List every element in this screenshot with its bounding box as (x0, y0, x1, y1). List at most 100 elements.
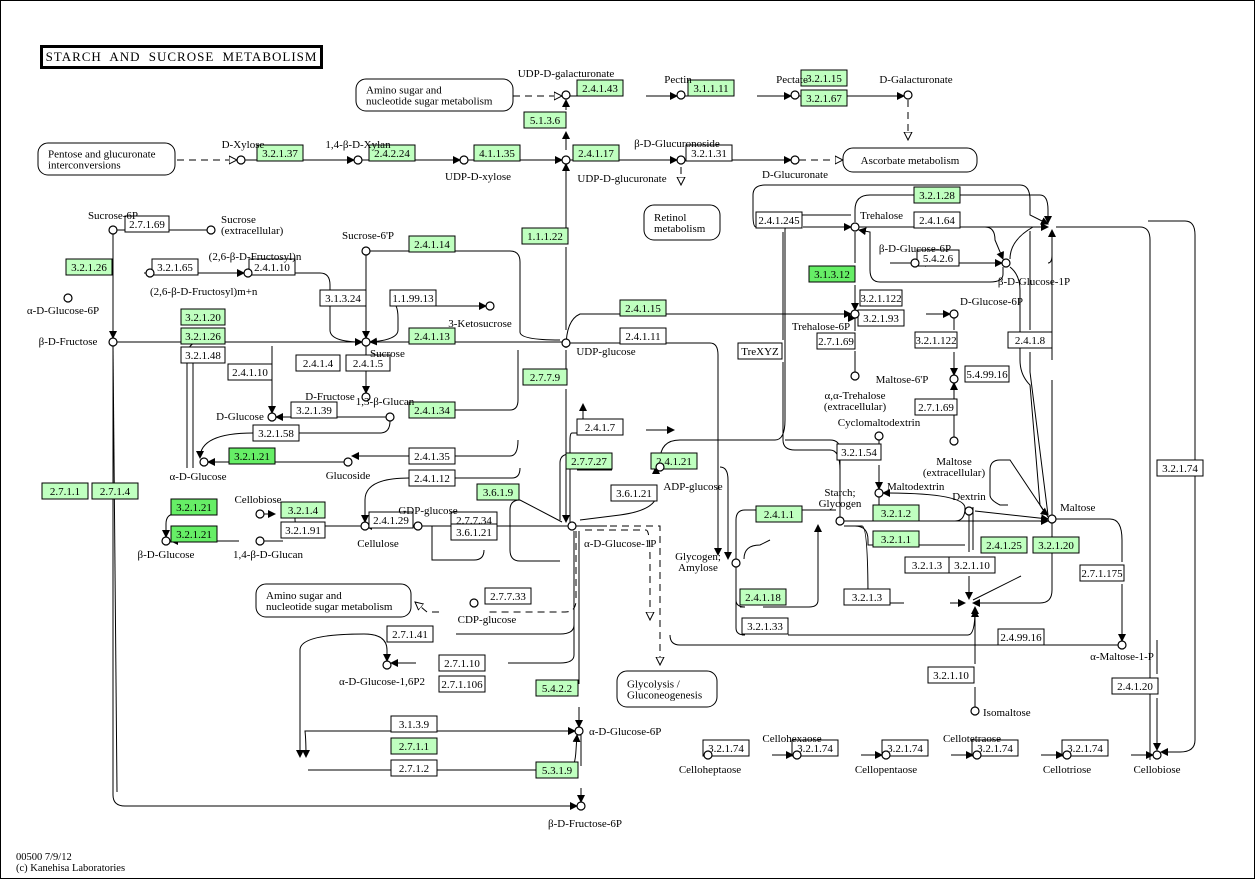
enzyme-box[interactable]: 3.2.1.10 (927, 666, 975, 684)
enzyme-box[interactable]: 3.2.1.26 (65, 258, 113, 276)
compound-node[interactable]: Maltose(extracellular) (923, 436, 986, 479)
enzyme-box[interactable]: 3.1.3.9 (390, 715, 438, 733)
compound-node[interactable]: α-D-Glucose-6P (27, 293, 99, 317)
enzyme-box[interactable]: 1.1.99.13 (389, 289, 437, 307)
enzyme-box[interactable]: 3.2.1.20 (1032, 536, 1080, 554)
enzyme-box[interactable]: 3.2.1.67 (800, 89, 848, 107)
enzyme-box[interactable]: 3.2.1.21 (228, 447, 276, 465)
enzyme-box[interactable]: 2.7.1.41 (386, 625, 434, 643)
compound-node[interactable]: D-Galacturonate (879, 74, 953, 100)
enzyme-box[interactable]: 2.4.1.34 (408, 401, 456, 419)
compound-node[interactable]: D-Xylose (222, 139, 265, 165)
enzyme-box[interactable]: 3.2.1.3 (843, 588, 891, 606)
compound-node[interactable]: Cellobiose (234, 494, 282, 519)
enzyme-box[interactable]: 3.2.1.65 (151, 258, 199, 276)
enzyme-box[interactable]: 2.4.1.17 (572, 144, 620, 162)
compound-node[interactable]: 1,4-β-D-Glucan (233, 536, 304, 561)
compound-node[interactable]: 1,4-β-D-Xylan (325, 139, 391, 165)
enzyme-box[interactable]: 2.4.2.24 (368, 144, 416, 162)
enzyme-box[interactable]: 2.7.1.1 (41, 482, 89, 500)
enzyme-box[interactable]: 3.2.1.26 (180, 327, 226, 345)
compound-node[interactable]: GDP-glucose (398, 505, 458, 531)
enzyme-box[interactable]: 2.7.7.33 (484, 587, 532, 605)
enzyme-box[interactable]: 3.2.1.122 (859, 289, 903, 307)
enzyme-box[interactable]: 2.4.1.5 (345, 354, 391, 372)
compound-node[interactable]: Cellotetraose (943, 733, 1001, 760)
enzyme-box[interactable]: 3.2.1.93 (857, 309, 905, 327)
compound-node[interactable]: Glucoside (326, 457, 371, 482)
compound-node[interactable]: D-Glucose (216, 411, 277, 423)
enzyme-box[interactable]: 3.2.1.3 (904, 556, 950, 574)
compound-node[interactable]: β-D-Glucose (138, 536, 195, 561)
enzyme-box[interactable]: 3.2.1.74 (791, 739, 839, 757)
enzyme-box[interactable]: 2.4.1.25 (980, 536, 1028, 554)
enzyme-box[interactable]: 3.2.1.58 (252, 424, 300, 442)
enzyme-box[interactable]: 2.7.1.10 (438, 654, 486, 672)
enzyme-box[interactable]: 2.4.1.1 (755, 505, 803, 523)
enzyme-box[interactable]: 3.6.1.9 (476, 483, 520, 501)
enzyme-box[interactable]: 2.7.1.69 (816, 332, 856, 350)
enzyme-box[interactable]: 3.2.1.74 (702, 739, 750, 757)
enzyme-box[interactable]: 5.3.1.9 (535, 761, 579, 779)
enzyme-box[interactable]: 3.2.1.20 (180, 308, 226, 326)
enzyme-box[interactable]: 1.1.1.22 (521, 227, 569, 245)
compound-node[interactable]: Sucrose (361, 337, 405, 360)
enzyme-box[interactable]: 3.2.1.39 (290, 401, 338, 419)
enzyme-box[interactable]: 2.4.1.8 (1007, 331, 1053, 349)
compound-node[interactable]: α-D-Glucose (169, 457, 227, 483)
compound-node[interactable]: α-D-Glucose-6P (574, 726, 661, 738)
enzyme-box[interactable]: 5.4.2.2 (535, 679, 579, 697)
compound-node[interactable]: Maltose-6'P (876, 374, 959, 386)
compound-node[interactable]: Cyclomaltodextrin (838, 417, 921, 441)
enzyme-box[interactable]: 2.4.1.43 (576, 79, 624, 97)
enzyme-box[interactable]: 2.4.1.18 (739, 588, 787, 606)
enzyme-box[interactable]: 2.4.1.29 (368, 511, 414, 529)
compound-node[interactable]: Pectin (664, 74, 692, 100)
compound-node[interactable]: Celloheptaose (679, 750, 741, 776)
compound-node[interactable]: UDP-D-xylose (445, 155, 511, 183)
enzyme-box[interactable]: 2.7.1.175 (1079, 564, 1125, 582)
enzyme-box[interactable]: 5.4.99.16 (964, 365, 1010, 383)
enzyme-box[interactable]: 3.2.1.91 (280, 521, 326, 539)
compound-node[interactable]: Maltodextrin (874, 481, 945, 498)
enzyme-box[interactable]: 3.2.1.1 (872, 530, 920, 548)
compound-node[interactable]: (2,6-β-D-Fructosyl)n (209, 251, 302, 278)
compound-node[interactable]: α-D-Glucose-1P (567, 521, 656, 550)
enzyme-box[interactable]: 3.2.1.74 (1061, 739, 1109, 757)
compound-node[interactable]: Sucrose(extracellular) (206, 214, 284, 237)
compound-node[interactable]: α-Maltose-1-P (1090, 640, 1154, 663)
enzyme-box[interactable]: 3.2.1.21 (170, 498, 218, 516)
compound-node[interactable]: β-D-Glucose-6P (879, 243, 951, 268)
linked-map-glycolysis[interactable]: Glycolysis /Gluconeogenesis (616, 670, 718, 708)
compound-node[interactable]: Trehalose (850, 210, 903, 232)
enzyme-box[interactable]: 3.6.1.21 (450, 523, 498, 541)
enzyme-box[interactable]: 3.1.3.12 (808, 265, 856, 283)
enzyme-box[interactable]: 2.4.1.15 (619, 299, 667, 317)
enzyme-box[interactable]: 2.4.1.4 (295, 354, 341, 372)
compound-node[interactable]: α,α-Trehalose(extracellular) (824, 371, 887, 413)
enzyme-box[interactable]: 3.2.1.28 (913, 186, 961, 204)
enzyme-box[interactable]: 2.7.1.2 (390, 759, 438, 777)
enzyme-box[interactable]: 2.7.7.27 (565, 452, 613, 470)
compound-node[interactable]: 1,3-β-Glucan (356, 396, 415, 422)
compound-node[interactable]: α-D-Glucose-1,6P2 (339, 660, 425, 688)
enzyme-box[interactable]: 2.7.1.1 (390, 737, 438, 755)
compound-node[interactable]: Pectate (776, 74, 808, 100)
enzyme-box[interactable]: 2.4.1.10 (227, 363, 273, 381)
compound-node[interactable]: CDP-glucose (458, 598, 517, 626)
enzyme-box[interactable]: 3.2.1.2 (872, 504, 920, 522)
compound-node[interactable]: Cellohexaose (762, 733, 822, 760)
compound-node[interactable]: Maltose (1047, 502, 1096, 524)
linked-map-ascorbate[interactable]: Ascorbate metabolism (842, 147, 978, 173)
enzyme-box[interactable]: 3.2.1.4 (280, 501, 326, 519)
compound-node[interactable]: D-Glucose-6P (949, 296, 1023, 319)
enzyme-box[interactable]: 2.4.1.20 (1111, 677, 1159, 695)
enzyme-box[interactable]: 2.4.1.11 (619, 327, 667, 345)
enzyme-box[interactable]: 2.4.99.16 (997, 628, 1045, 646)
enzyme-box[interactable]: 3.2.1.31 (685, 144, 733, 162)
compound-node[interactable]: Isomaltose (970, 706, 1031, 719)
